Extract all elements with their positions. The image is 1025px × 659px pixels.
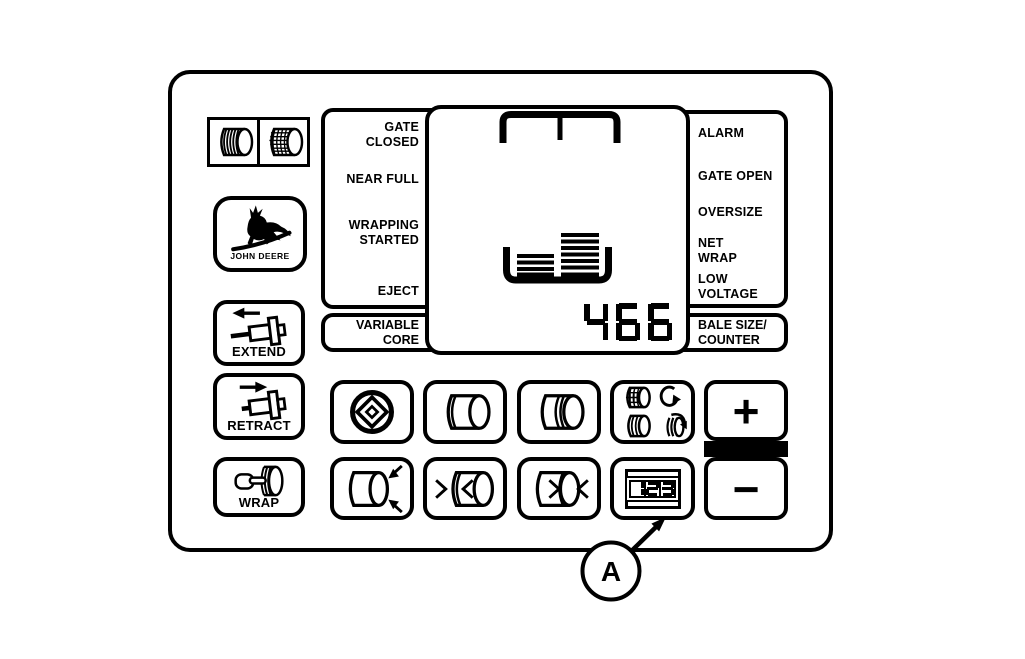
diamond-core-icon bbox=[347, 387, 397, 437]
status-low-voltage: LOW VOLTAGE bbox=[698, 272, 758, 301]
extend-label: EXTEND bbox=[232, 344, 286, 359]
variable-core-label: VARIABLE CORE bbox=[356, 317, 419, 347]
bale-diameter-button[interactable] bbox=[330, 457, 414, 520]
actuator-extend-icon bbox=[226, 304, 292, 348]
net-bale-icon bbox=[261, 122, 307, 162]
bale-diameter-arrows-icon bbox=[340, 464, 404, 514]
bale-arrows-left-end-icon bbox=[433, 464, 497, 514]
status-oversize: OVERSIZE bbox=[698, 205, 763, 219]
counter-readout bbox=[584, 303, 672, 341]
bale-arrows-right-end-icon bbox=[527, 464, 591, 514]
variable-core-box: VARIABLE CORE bbox=[321, 313, 433, 352]
wrap-button[interactable]: WRAP bbox=[213, 457, 305, 517]
plus-label: + bbox=[732, 384, 760, 437]
counter-digits bbox=[629, 479, 676, 498]
minus-button[interactable]: − bbox=[704, 457, 788, 520]
counter-button[interactable] bbox=[610, 457, 695, 520]
lcd-display bbox=[425, 105, 690, 355]
plus-minus-stack: + − bbox=[704, 380, 788, 520]
core-select-button[interactable] bbox=[330, 380, 414, 444]
extend-button[interactable]: EXTEND bbox=[213, 300, 305, 366]
status-alarm: ALARM bbox=[698, 126, 745, 140]
status-net-wrap: NET WRAP bbox=[698, 236, 737, 265]
bale-double-wrap-button[interactable] bbox=[517, 380, 601, 444]
retract-button[interactable]: RETRACT bbox=[213, 373, 305, 440]
retract-label: RETRACT bbox=[227, 418, 291, 433]
bale-shape-top-icon bbox=[498, 109, 622, 147]
twine-bale-icon bbox=[211, 122, 257, 162]
john-deere-logo: JOHN DEERE bbox=[213, 196, 307, 272]
net-bale-cell bbox=[260, 120, 307, 164]
bale-chamber-fill-icon bbox=[500, 232, 615, 288]
net-twine-select-icon bbox=[619, 384, 687, 440]
right-status-panel: ALARM GATE OPEN OVERSIZE NET WRAP LOW VO… bbox=[682, 110, 788, 308]
status-gate-open: GATE OPEN bbox=[698, 169, 773, 183]
bale-double-ring-icon bbox=[528, 389, 590, 435]
bale-type-indicator bbox=[207, 117, 310, 167]
plus-button[interactable]: + bbox=[704, 380, 788, 441]
bale-single-wrap-button[interactable] bbox=[423, 380, 507, 444]
bale-size-counter-label: BALE SIZE/ COUNTER bbox=[698, 317, 767, 347]
counter-123-icon bbox=[624, 468, 681, 509]
left-status-panel: GATE CLOSED NEAR FULL WRAPPING STARTED E… bbox=[321, 108, 433, 309]
status-gate-closed: GATE CLOSED bbox=[365, 120, 419, 149]
actuator-retract-icon bbox=[226, 378, 292, 422]
status-wrapping-started: WRAPPING STARTED bbox=[348, 218, 419, 247]
bale-single-ring-icon bbox=[434, 389, 496, 435]
bale-size-counter-box: BALE SIZE/ COUNTER bbox=[682, 313, 788, 352]
bale-size-left-button[interactable] bbox=[423, 457, 507, 520]
bale-size-right-button[interactable] bbox=[517, 457, 601, 520]
wrap-type-select-button[interactable] bbox=[610, 380, 695, 444]
deer-icon bbox=[227, 204, 297, 252]
brand-label: JOHN DEERE bbox=[230, 251, 290, 261]
plus-minus-divider bbox=[704, 441, 788, 457]
callout-a-label: A bbox=[601, 556, 621, 587]
baler-monitor-panel: JOHN DEERE EXTEND bbox=[168, 70, 833, 552]
status-eject: EJECT bbox=[377, 284, 419, 298]
minus-label: − bbox=[732, 462, 760, 515]
hand-wrap-bale-icon bbox=[228, 461, 290, 501]
wrap-label: WRAP bbox=[238, 495, 280, 510]
status-near-full: NEAR FULL bbox=[346, 172, 419, 186]
twine-bale-cell bbox=[210, 120, 260, 164]
